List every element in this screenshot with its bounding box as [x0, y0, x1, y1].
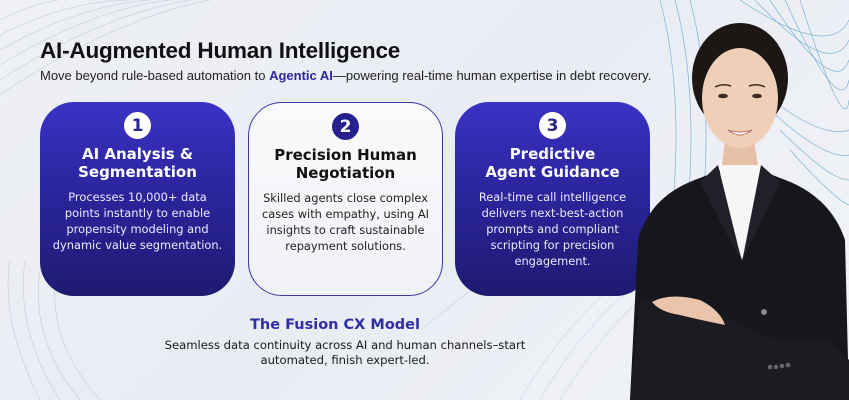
card-title-line: Predictive — [509, 145, 596, 163]
card-precision-negotiation: 2 Precision Human Negotiation Skilled ag… — [248, 102, 443, 296]
fusion-model-title: The Fusion CX Model — [250, 317, 420, 333]
card-title: AI Analysis & Segmentation — [78, 145, 197, 181]
fusion-description-line: Seamless data continuity across AI and h… — [164, 338, 526, 352]
subtitle-highlight-agentic-ai: Agentic AI — [269, 68, 333, 83]
businesswoman-photo — [630, 23, 849, 400]
card-predictive-guidance: 3 Predictive Agent Guidance Real-time ca… — [455, 102, 650, 296]
card-description: Real-time call intelligence delivers nex… — [478, 190, 627, 268]
page-title: AI-Augmented Human Intelligence — [40, 38, 401, 63]
card-title: Precision Human Negotiation — [274, 146, 417, 182]
card-title-line: Precision Human — [274, 146, 417, 164]
card-title: Predictive Agent Guidance — [485, 145, 619, 181]
card-title-line: AI Analysis & — [81, 145, 194, 163]
card-description: Processes 10,000+ data points instantly … — [52, 190, 223, 252]
step-number-badge: 3 — [539, 112, 566, 139]
card-ai-analysis: 1 AI Analysis & Segmentation Processes 1… — [40, 102, 235, 296]
card-title-line: Agent Guidance — [485, 163, 620, 181]
step-number-badge: 1 — [124, 112, 151, 139]
card-title-line: Negotiation — [295, 164, 396, 182]
fusion-model-description: Seamless data continuity across AI and h… — [145, 338, 545, 368]
step-number-badge: 2 — [332, 113, 359, 140]
page-subtitle: Move beyond rule-based automation to Age… — [40, 68, 651, 83]
subtitle-text-after: —powering real-time human expertise in d… — [332, 68, 652, 83]
subtitle-text-before: Move beyond rule-based automation to — [40, 68, 270, 83]
card-description: Skilled agents close complex cases with … — [261, 191, 430, 253]
card-title-line: Segmentation — [78, 163, 197, 181]
fusion-description-line: automated, finish expert-led. — [260, 353, 430, 367]
